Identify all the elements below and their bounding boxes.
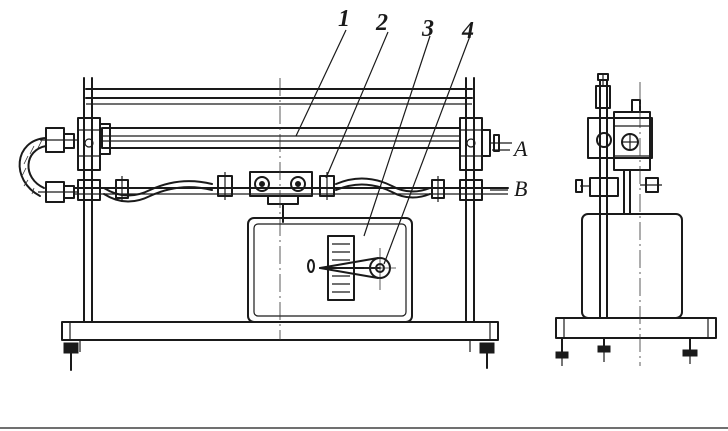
- label-b: B: [514, 176, 527, 201]
- side-top-knob: [595, 73, 611, 109]
- side-clamp-block: [587, 99, 653, 215]
- side-meter-box: [581, 213, 683, 319]
- connecting-hose: [18, 137, 47, 197]
- waveguide-tube-1: [101, 127, 461, 149]
- label-a: A: [512, 136, 528, 161]
- side-lower-bracket: [575, 177, 662, 197]
- side-base-plate: [555, 317, 717, 339]
- side-feet: [555, 337, 698, 366]
- indicator-meter: [247, 217, 413, 323]
- front-view: 1 2 3 4 A B: [18, 6, 528, 371]
- front-right-foot: [469, 340, 495, 369]
- side-view: [555, 73, 717, 366]
- callout-4: 4: [461, 18, 474, 44]
- wavy-cable: [103, 177, 431, 203]
- callout-1: 1: [338, 6, 350, 32]
- left-end-fittings: [38, 127, 78, 203]
- front-left-foot: [63, 340, 81, 371]
- lower-line-b: [73, 179, 509, 201]
- callout-2: 2: [375, 10, 388, 36]
- movable-carriage: [249, 171, 313, 223]
- right-upper-clamp: [459, 117, 512, 171]
- callout-3: 3: [421, 16, 434, 42]
- leader-lines: [295, 29, 471, 265]
- left-upper-clamp: [77, 117, 111, 171]
